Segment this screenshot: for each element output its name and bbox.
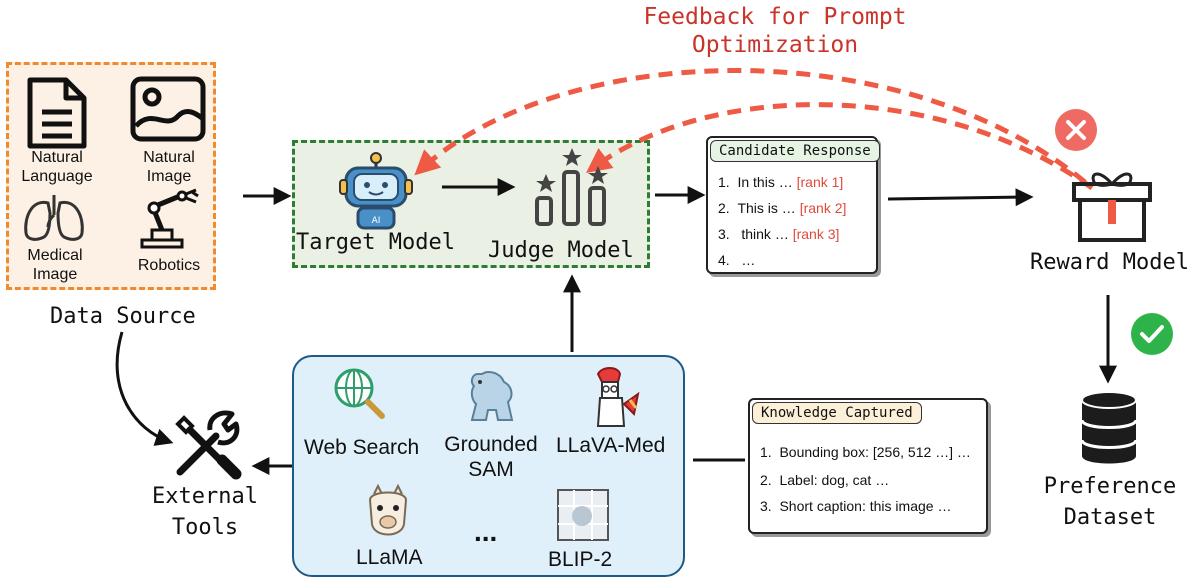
- candidate-text-3: think …: [741, 226, 789, 242]
- reward-model-label: Reward Model: [1030, 250, 1189, 275]
- candidate-num-2: 2.: [718, 200, 730, 216]
- external-tools-line1: External: [152, 484, 258, 509]
- web-search-label: Web Search: [304, 436, 420, 459]
- candidate-item-3: 3. think … [rank 3]: [718, 226, 839, 242]
- natural-language-line1: Natural: [31, 149, 83, 166]
- medical-image-label: Medical Image: [12, 246, 98, 284]
- polar-bear-icon: [470, 371, 514, 421]
- ranking-chart-icon: [535, 148, 608, 226]
- candidate-num-1: 1.: [718, 174, 730, 190]
- database-icon: [1080, 391, 1138, 464]
- candidate-item-2: 2. This is … [rank 2]: [718, 200, 846, 216]
- candidate-response-title: Candidate Response: [710, 140, 880, 162]
- llama-icon: [368, 484, 408, 536]
- candidate-rank-3: [rank 3]: [792, 226, 840, 242]
- gift-box-icon: [1072, 172, 1152, 242]
- grounded-sam-line2: SAM: [468, 458, 514, 482]
- reject-icon: [1055, 109, 1097, 151]
- candidate-rank-1: [rank 1]: [796, 174, 844, 190]
- candidate-text-4: …: [741, 252, 756, 268]
- data-source-box: [6, 62, 216, 290]
- blip2-icon: [557, 489, 609, 541]
- candidate-rank-2: [rank 2]: [799, 200, 847, 216]
- knowledge-num-3: 3.: [760, 498, 772, 514]
- preference-line2: Dataset: [1063, 504, 1157, 530]
- feedback-title: Feedback for Prompt Optimization: [620, 4, 930, 59]
- knowledge-text-2: Label: dog, cat …: [779, 472, 890, 488]
- more-tools-ellipsis: ...: [474, 516, 498, 547]
- grounded-sam-label: Grounded SAM: [436, 432, 546, 482]
- medical-image-line2: Image: [32, 266, 78, 284]
- knowledge-num-2: 2.: [760, 472, 772, 488]
- candidate-item-1: 1. In this … [rank 1]: [718, 174, 843, 190]
- feedback-arrow-target: [414, 68, 1087, 184]
- candidate-num-4: 4.: [718, 252, 730, 268]
- accept-icon: [1131, 313, 1173, 355]
- natural-image-line1: Natural: [143, 149, 195, 166]
- blip2-label: BLIP-2: [548, 548, 613, 571]
- natural-language-line2: Language: [21, 168, 93, 186]
- arrow-source-to-external: [115, 331, 174, 446]
- feedback-title-line1: Feedback for Prompt: [643, 4, 907, 30]
- knowledge-text-3: Short caption: this image …: [779, 498, 952, 514]
- candidate-text-1: In this …: [737, 174, 793, 190]
- svg-text:AI: AI: [372, 216, 381, 226]
- external-tools-label: External Tools: [140, 482, 270, 544]
- knowledge-item-3: 3. Short caption: this image …: [760, 498, 951, 514]
- natural-image-label: Natural Image: [126, 148, 212, 186]
- llama-label: LLaMA: [356, 546, 423, 569]
- knowledge-captured-card: Knowledge Captured 1. Bounding box: [256…: [748, 398, 988, 534]
- medical-image-line1: Medical: [27, 247, 83, 264]
- natural-language-label: Natural Language: [14, 148, 100, 186]
- preference-line1: Preference: [1043, 474, 1177, 499]
- candidate-text-2: This is …: [737, 200, 796, 216]
- llava-med-icon: [596, 367, 640, 427]
- knowledge-text-1: Bounding box: [256, 512 …] …: [779, 444, 971, 460]
- tools-icon: [175, 410, 242, 480]
- robot-icon: AI: [339, 152, 413, 230]
- lungs-icon: [24, 195, 84, 241]
- candidate-response-card: Candidate Response 1. In this … [rank 1]…: [706, 136, 880, 274]
- natural-image-line2: Image: [146, 168, 192, 186]
- web-search-icon: [334, 368, 385, 419]
- judge-model-label: Judge Model: [488, 238, 634, 263]
- robotics-label: Robotics: [137, 257, 201, 274]
- knowledge-captured-title: Knowledge Captured: [752, 402, 922, 424]
- candidate-item-4: 4. …: [718, 252, 755, 268]
- external-tools-line2: Tools: [171, 514, 239, 540]
- image-icon: [130, 76, 206, 142]
- arrow-candidate-to-reward: [887, 188, 1034, 207]
- data-source-title: Data Source: [50, 304, 196, 329]
- candidate-num-3: 3.: [718, 226, 730, 242]
- knowledge-item-2: 2. Label: dog, cat …: [760, 472, 889, 488]
- feedback-arrow-judge: [585, 102, 1094, 191]
- knowledge-num-1: 1.: [760, 444, 772, 460]
- target-model-label: Target Model: [296, 230, 455, 255]
- robot-arm-icon: [140, 188, 199, 249]
- document-icon: [27, 77, 87, 149]
- grounded-sam-line1: Grounded: [444, 433, 538, 456]
- feedback-title-line2: Optimization: [691, 31, 859, 58]
- preference-dataset-label: Preference Dataset: [1028, 472, 1192, 534]
- knowledge-item-1: 1. Bounding box: [256, 512 …] …: [760, 444, 971, 460]
- llava-med-label: LLaVA-Med: [556, 434, 666, 457]
